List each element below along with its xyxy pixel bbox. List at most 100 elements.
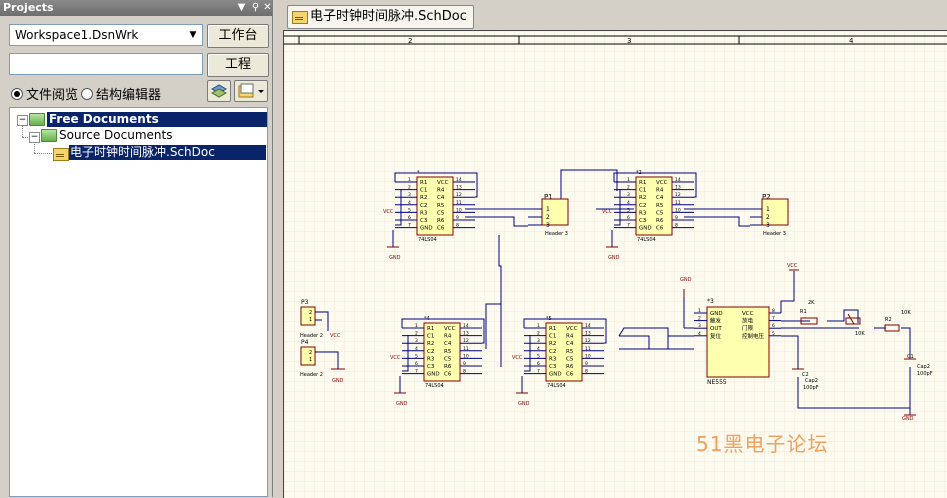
chip-name: 74LS04 [425,383,444,389]
pin-number: 2 [627,185,630,191]
pin-number: 6 [415,361,418,367]
pin-name: R1 [549,326,556,332]
sheet-ruler: 2 3 4 [284,35,947,45]
pin-number: 14 [463,323,469,329]
pin-name: C3 [639,218,647,224]
pin-name: R5 [656,203,664,209]
radio-selected-icon[interactable] [11,88,23,100]
feedback-wire [613,172,697,198]
pin-number: 4 [415,346,418,352]
pin-name: R1 [427,326,434,332]
pin-name: C4 [437,195,445,201]
pin-name: VCC [566,326,578,332]
p4-ref: P4 [301,339,309,346]
chevron-down-icon[interactable]: ▼ [189,30,197,40]
vcc-label: VCC [330,333,341,339]
pin-number: 11 [585,346,591,352]
radio-file-view[interactable]: 文件阅览 [11,84,78,103]
pin-name: C1 [549,334,556,340]
c1-label: C1 [907,354,914,360]
project-field[interactable] [9,53,203,75]
r1-resistor[interactable] [800,317,818,325]
panel-menu-icon[interactable]: ▼ [237,2,246,13]
ruler-number: 2 [408,37,412,45]
pin-name: C5 [566,356,574,362]
pin-label: 1 [766,206,770,213]
pin-label: 2 [766,214,770,221]
tree-item-free-documents[interactable]: Free Documents [47,112,267,127]
pin-label: 2 [309,350,312,356]
pin-number: 7 [627,223,630,229]
gnd-label: GND [389,255,401,261]
pin-icon[interactable]: ⚲ [251,2,260,13]
pin-number: 2 [698,316,701,322]
layers-icon [210,84,228,98]
pin-name: C6 [444,372,452,378]
projects-panel: Projects ▼ ⚲ ✕ Workspace1.DsnWrk ▼ 工作台 工… [0,0,273,497]
feedback-wire [524,335,531,372]
tab-schdoc[interactable]: 电子时钟时间脉冲.SchDoc [287,5,474,29]
pin-name: R3 [420,210,428,216]
header-label: Header 2 [300,333,323,339]
pin-number: 1 [537,323,540,329]
pin-number: 11 [675,200,681,206]
pin-name: R2 [420,195,427,201]
pin-number: 5 [627,207,630,213]
timer-pin-name: OUT [710,326,722,332]
r2-value: 10K [901,310,911,316]
header2-p3[interactable]: P3 2 1 VCC Header 2 [300,299,341,339]
pin-name: R4 [444,334,452,340]
pin-name: R2 [639,195,646,201]
feedback-wire [394,172,478,198]
pin-name: GND [420,226,433,232]
chip-name: 74LS04 [547,383,566,389]
tree-item-schdoc[interactable]: 电子时钟时间脉冲.SchDoc [69,145,266,160]
pin-number: 10 [456,207,462,213]
pin-name: R3 [427,356,435,362]
feedback-wire [402,335,409,372]
chip-name: 74LS04 [418,237,437,243]
gnd-label: GND [332,378,344,384]
radio-structure-editor[interactable]: 结构编辑器 [81,84,161,103]
pin-number: 10 [585,353,591,359]
pin-label: 2 [309,310,312,316]
workspace-button[interactable]: 工作台 [207,24,269,48]
header2-p4[interactable]: P4 2 1 GND Header 2 [300,339,345,384]
radio-unselected-icon[interactable] [81,88,93,100]
expand-toggle-source[interactable]: − [29,132,40,143]
pin-name: C1 [427,334,434,340]
pin-name: C4 [656,195,664,201]
pin-name: C3 [549,364,557,370]
header-label: Header 3 [545,231,568,237]
pin-name: R2 [427,341,434,347]
project-button[interactable]: 工程 [207,53,269,77]
timer-pin-name: VCC [742,311,754,317]
pin-name: VCC [437,180,449,186]
r2-resistor[interactable] [884,324,900,332]
header3-p2[interactable]: P2 1 2 3 Header 3 [750,193,789,237]
expand-toggle-root[interactable]: − [17,115,28,126]
project-tree: − Free Documents − Source Documents 电子时钟… [9,107,268,497]
folder-icon [29,113,45,126]
c2-type: Cap2 [805,378,818,384]
pin-number: 6 [772,323,775,329]
header3-p1[interactable]: P1 1 2 3 Header 3 [528,193,569,237]
schematic-sheet[interactable]: 2 3 4 [283,30,947,498]
close-icon[interactable]: ✕ [263,2,272,13]
workspace-select[interactable]: Workspace1.DsnWrk ▼ [9,24,203,46]
gnd-label: GND [518,401,530,407]
tree-item-source-documents[interactable]: Source Documents [59,128,173,142]
feedback-wire [395,189,402,226]
project-options-button[interactable] [207,80,231,102]
schematic-canvas[interactable]: 2 3 4 [284,31,947,498]
document-menu-button[interactable] [234,80,268,102]
pin-name: GND [427,372,440,378]
p3-ref: P3 [301,299,309,306]
pin-number: 13 [463,331,469,337]
potentiometer[interactable] [845,317,861,325]
